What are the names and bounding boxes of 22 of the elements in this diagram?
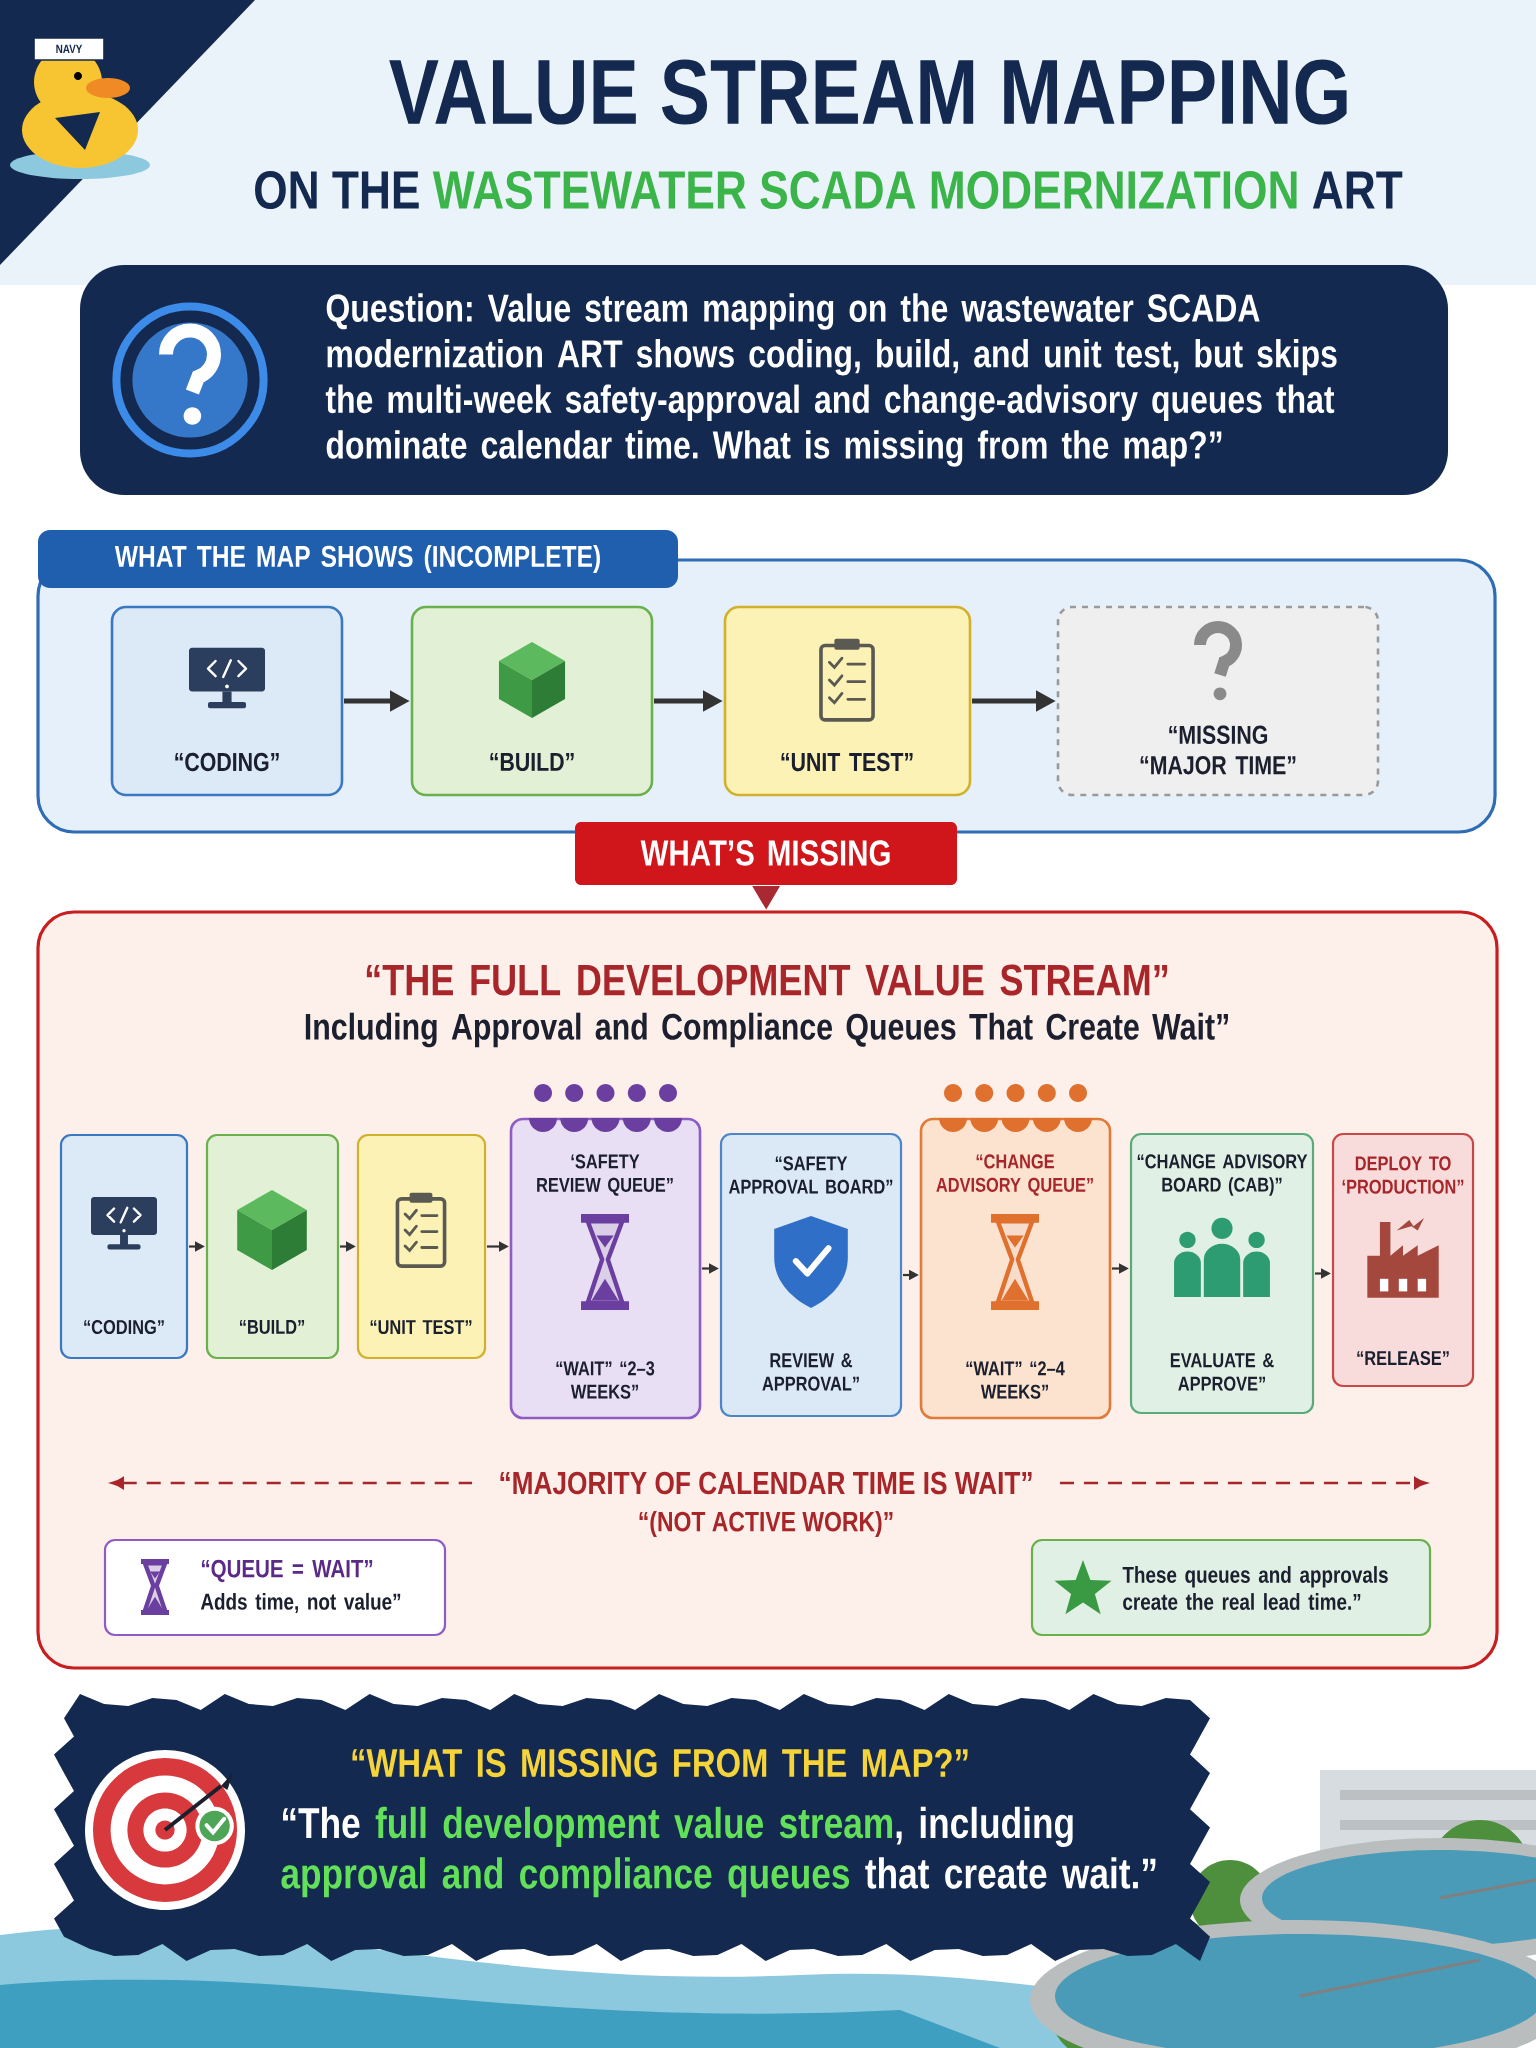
- section-tab: WHAT THE MAP SHOWS (INCOMPLETE): [38, 530, 678, 588]
- process-box: “BUILD”: [205, 1133, 340, 1360]
- note-text: “(NOT ACTIVE WORK)”: [639, 1510, 893, 1538]
- title: VALUE STREAM MAPPING: [389, 59, 1347, 125]
- subtitle: ON THE WASTEWATER SCADA MODERNIZATION ART: [255, 170, 1403, 210]
- note-text: “MAJORITY OF CALENDAR TIME IS WAIT”: [500, 1471, 1032, 1495]
- process-box: “SAFETY APPROVAL BOARD” REVIEW & APPROVAL”: [719, 1132, 903, 1418]
- banner-background: “WHAT IS MISSING FROM THE MAP?” “The full development value stream, including approval and compliance queues that create wait.”: [54, 1694, 1210, 1961]
- process-box: “UNIT TEST”: [356, 1133, 487, 1360]
- process-box: “UNIT TEST”: [723, 605, 972, 797]
- note-box: “QUEUE = WAIT” Adds time, not value”: [103, 1538, 447, 1637]
- queue-box: ‘SAFETY REVIEW QUEUE” “WAIT” “2–3 WEEKS”: [509, 1117, 702, 1420]
- process-box: “CHANGE ADVISORY BOARD (CAB)” EVALUATE & APPROVE”: [1129, 1132, 1315, 1415]
- queue-box: “CHANGE ADVISORY QUEUE” “WAIT” “2–4 WEEKS”: [919, 1117, 1112, 1420]
- process-box: DEPLOY TO ‘PRODUCTION” “RELEASE”: [1331, 1132, 1475, 1388]
- process-box: “CODING”: [110, 605, 344, 797]
- missing-step-box: “MISSING “MAJOR TIME”: [1056, 605, 1380, 797]
- hat-text: NAVY: [56, 44, 83, 54]
- note-box: These queues and approvals create the real lead time.”: [1030, 1538, 1432, 1637]
- process-box: “CODING”: [59, 1133, 189, 1360]
- process-box: “BUILD”: [410, 605, 654, 797]
- callout-banner: WHAT’S MISSING: [575, 822, 957, 885]
